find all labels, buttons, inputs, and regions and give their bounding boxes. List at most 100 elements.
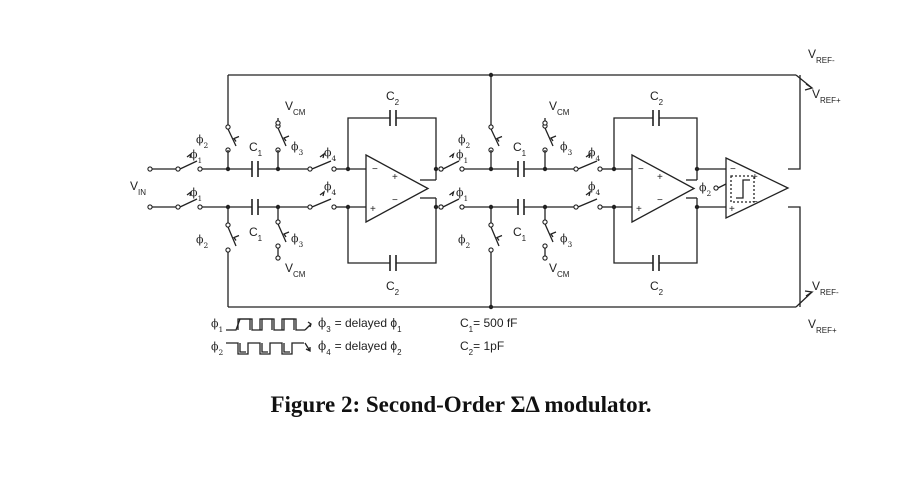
vref-minus-label-bot: VREF- xyxy=(812,279,839,297)
comparator xyxy=(725,156,790,220)
wire xyxy=(659,117,698,169)
minus-sign: − xyxy=(638,164,644,175)
switch-arrow xyxy=(283,231,290,238)
phi2-ref-switch-top-2 xyxy=(490,128,500,147)
junction-dot xyxy=(488,304,494,310)
c1-label-bot-1: C1 xyxy=(249,225,263,243)
phase-label-1: ϕ1 xyxy=(190,148,202,165)
terminal-circle xyxy=(713,185,719,191)
plus-sign: + xyxy=(657,172,663,183)
plus-sign: + xyxy=(392,172,398,183)
vref-plus-label-bot: VREF+ xyxy=(808,317,837,335)
c1-value-text: C1= 500 fF xyxy=(460,316,518,334)
c2-label-bot-2: C2 xyxy=(650,279,664,297)
terminal-circle xyxy=(573,204,579,210)
terminal-circle xyxy=(438,204,444,210)
terminal-circle xyxy=(459,204,465,210)
phi3-vcm-switch-bot-1 xyxy=(277,223,287,243)
comparator-box xyxy=(730,175,755,203)
vcm-label-top-1: VCM xyxy=(285,99,306,117)
switch-arrow xyxy=(186,190,193,197)
phase-label-3: ϕ3 xyxy=(560,140,573,157)
phi4-switch-top-2 xyxy=(577,160,598,170)
phi2-ref-switch-bot-2 xyxy=(490,226,500,247)
phase-label-1: ϕ1 xyxy=(456,186,468,203)
timing-phase1-label: ϕ1 xyxy=(211,317,223,334)
ref-select-arrow-bot xyxy=(804,290,814,297)
phase-label-4: ϕ4 xyxy=(588,180,601,197)
timing-phase2-label: ϕ2 xyxy=(211,340,224,357)
terminal-circle xyxy=(597,166,603,172)
phase-label-2: ϕ2 xyxy=(458,233,471,250)
wire xyxy=(613,207,653,264)
switch-arrow xyxy=(449,190,455,197)
terminal-circle xyxy=(597,204,603,210)
minus-sign: − xyxy=(372,164,378,175)
terminal-circle xyxy=(275,255,281,261)
terminal-circle xyxy=(331,166,337,172)
terminal-circle xyxy=(438,166,444,172)
phi3-vcm-switch-top-2 xyxy=(544,127,554,147)
terminal-circle xyxy=(307,166,313,172)
c1-label-top-1: C1 xyxy=(249,140,263,158)
terminal-circle xyxy=(175,204,181,210)
junction-dot xyxy=(433,204,439,210)
terminal-circle xyxy=(225,222,231,228)
minus-sign: − xyxy=(730,164,736,175)
wire xyxy=(717,183,727,189)
timing-waveform-phi4 xyxy=(239,343,290,353)
phase-label-3: ϕ3 xyxy=(291,232,304,249)
terminal-circle xyxy=(175,166,181,172)
wire xyxy=(659,207,698,264)
timing-waveform-phi2 xyxy=(226,342,304,355)
c2-value-text: C2= 1pF xyxy=(460,339,504,357)
switch-arrow xyxy=(550,135,557,142)
plus-sign: + xyxy=(370,204,376,215)
terminal-circle xyxy=(225,124,231,130)
terminal-circle xyxy=(542,219,548,225)
switch-arrow xyxy=(496,135,503,142)
phase-label-1: ϕ1 xyxy=(190,186,202,203)
minus-sign: − xyxy=(657,195,663,206)
switch-arrow xyxy=(585,190,592,197)
phase-label-3: ϕ3 xyxy=(560,232,573,249)
switch-arrow xyxy=(283,135,290,142)
wire xyxy=(347,117,390,169)
wire xyxy=(613,117,653,169)
plus-sign: + xyxy=(636,204,642,215)
terminal-circle xyxy=(542,243,548,249)
minus-sign: − xyxy=(752,197,758,208)
plus-sign: + xyxy=(752,172,758,183)
ref-select-arrow-top xyxy=(804,83,814,91)
terminal-circle xyxy=(573,166,579,172)
phi3-vcm-switch-top-1 xyxy=(277,127,287,147)
figure-caption: Figure 2: Second-Order ΣΔ modulator. xyxy=(270,392,652,417)
phi2-ref-switch-top-1 xyxy=(227,128,237,147)
phase-label-2: ϕ2 xyxy=(458,133,471,150)
phase-label-2: ϕ2 xyxy=(196,233,209,250)
c2-label-top-2: C2 xyxy=(650,89,664,107)
vref-minus-label-top: VREF- xyxy=(808,47,835,65)
phi4-switch-bot-1 xyxy=(311,198,332,208)
terminal-circle xyxy=(275,219,281,225)
vcm-label-bot-2: VCM xyxy=(549,261,570,279)
terminal-circle xyxy=(197,204,203,210)
junction-dot xyxy=(433,166,439,172)
phi1-switch-top-2 xyxy=(442,160,460,170)
terminal-circle xyxy=(147,204,153,210)
vcm-label-top-2: VCM xyxy=(549,99,570,117)
switch-arrow xyxy=(449,152,455,159)
phi1-input-switch-top xyxy=(179,160,198,170)
terminal-circle xyxy=(147,166,153,172)
wire xyxy=(396,207,437,264)
terminal-circle xyxy=(307,204,313,210)
wire xyxy=(347,207,390,264)
junction-dot xyxy=(488,72,494,78)
terminal-circle xyxy=(488,247,494,253)
phi1-switch-bot-2 xyxy=(442,198,460,208)
switch-arrow xyxy=(233,135,240,142)
phase-label-4: ϕ4 xyxy=(588,146,601,163)
terminal-circle xyxy=(488,222,494,228)
c1-label-bot-2: C1 xyxy=(513,225,527,243)
